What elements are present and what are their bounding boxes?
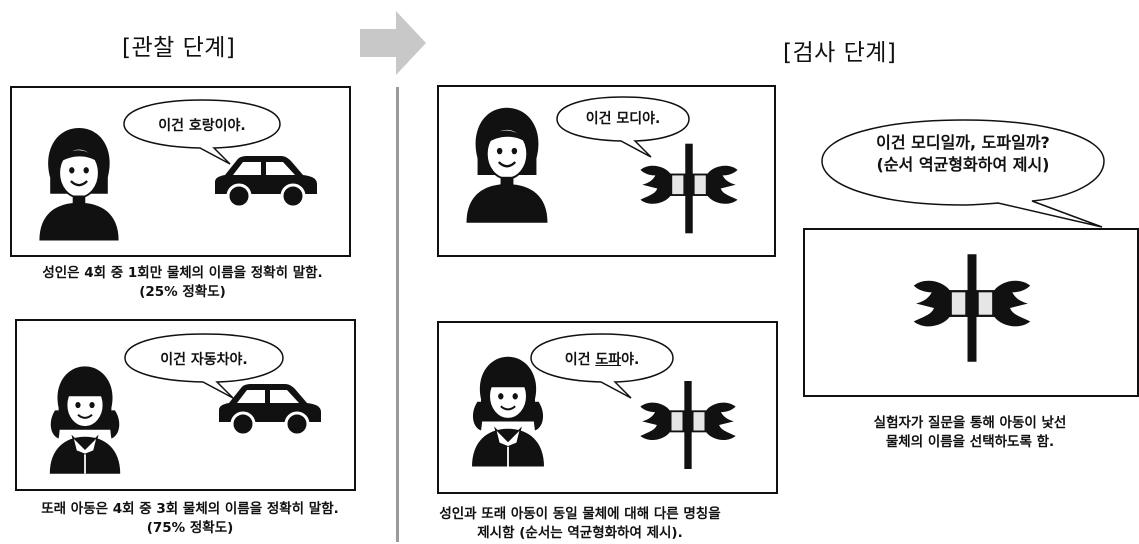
test-choice-panel xyxy=(803,228,1139,397)
car-icon xyxy=(210,150,322,210)
test-choice-caption: 실험자가 질문을 통해 아동이 낯선 물체의 이름을 선택하도록 함. xyxy=(873,415,1067,450)
test-caption: 성인과 또래 아동이 동일 물체에 대해 다른 명칭을 제시함 (순서는 역균형… xyxy=(439,506,721,541)
underlined-label: 도파 xyxy=(595,352,622,368)
novel-object-icon xyxy=(633,379,743,471)
speech-text: 이건 모디야. xyxy=(585,111,661,127)
phase-divider xyxy=(396,87,399,542)
woman-icon xyxy=(34,123,124,241)
observation-panel-adult: 이건 호랑이야. xyxy=(10,86,351,257)
observation-caption-adult: 성인은 4회 중 1회만 물체의 이름을 정확히 말함. (25% 정확도) xyxy=(42,265,323,300)
question-text: 이건 모디일까, 도파일까? (순서 역균형화하여 제시) xyxy=(876,133,1050,174)
novel-object-icon xyxy=(633,141,745,236)
speech-bubble: 이건 호랑이야. xyxy=(120,97,284,167)
girl-icon xyxy=(41,359,129,474)
speech-text: 이건 도파야. xyxy=(564,352,640,368)
novel-object-icon xyxy=(903,252,1041,364)
car-icon xyxy=(215,378,325,438)
speech-text: 이건 자동차야. xyxy=(160,352,248,368)
speech-bubble: 이건 모디야. xyxy=(553,94,693,160)
test-panel-adult: 이건 모디야. xyxy=(437,85,776,257)
observation-phase-title: [관찰 단계] xyxy=(122,35,236,61)
observation-caption-peer: 또래 아동은 4회 중 3회 물체의 이름을 정확히 말함. (75% 정확도) xyxy=(41,501,339,536)
observation-panel-peer: 이건 자동차야. xyxy=(15,319,356,491)
question-bubble: 이건 모디일까, 도파일까? (순서 역균형화하여 제시) xyxy=(818,117,1108,229)
test-phase-title: [검사 단계] xyxy=(783,40,897,66)
woman-icon xyxy=(461,103,553,223)
speech-bubble: 이건 도파야. xyxy=(527,331,677,401)
right-arrow-icon xyxy=(360,11,426,75)
test-panel-peer: 이건 도파야. xyxy=(437,321,778,494)
speech-text: 이건 호랑이야. xyxy=(158,118,246,134)
